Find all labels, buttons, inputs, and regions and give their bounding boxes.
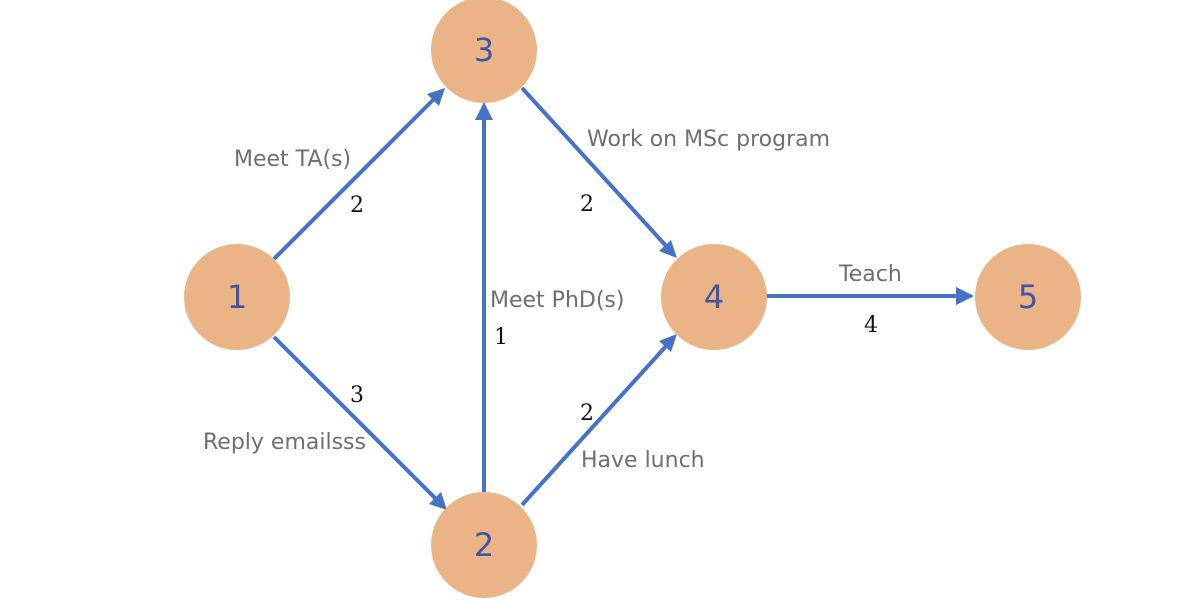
edge-2-4-line xyxy=(520,342,670,507)
node-2: 2 xyxy=(431,492,537,598)
node-1: 1 xyxy=(184,244,290,350)
edge-3-4-label: Work on MSc program xyxy=(587,127,830,152)
edge-4-5-arrowhead xyxy=(956,287,974,305)
node-3-circle xyxy=(431,0,537,103)
edge-1-3-weight: 2 xyxy=(350,193,364,218)
node-2-label: 2 xyxy=(474,526,494,564)
node-5-label: 5 xyxy=(1018,278,1038,316)
edge-1-3-label: Meet TA(s) xyxy=(234,147,351,172)
edge-1-3 xyxy=(272,88,445,261)
edge-2-3-weight: 1 xyxy=(494,325,508,350)
edge-2-3-arrowhead xyxy=(475,102,493,120)
edge-3-4-line xyxy=(520,86,670,250)
edge-1-2-arrowhead xyxy=(429,492,447,510)
edge-3-4 xyxy=(520,86,677,258)
node-1-circle xyxy=(184,244,290,350)
node-4: 4 xyxy=(661,244,767,350)
edge-2-3-label: Meet PhD(s) xyxy=(490,288,624,313)
edge-1-3-arrowhead xyxy=(427,88,445,106)
edge-2-4-label: Have lunch xyxy=(581,448,705,473)
edge-4-5-label: Teach xyxy=(838,262,902,287)
edge-2-4 xyxy=(520,334,677,507)
edge-1-2-label: Reply emailsss xyxy=(203,430,366,455)
edge-3-4-weight: 2 xyxy=(580,192,594,217)
node-4-label: 4 xyxy=(704,278,724,316)
node-1-label: 1 xyxy=(227,278,247,316)
node-5: 5 xyxy=(975,244,1081,350)
edge-1-2 xyxy=(272,335,447,510)
edge-2-4-weight: 2 xyxy=(580,401,594,426)
node-2-circle xyxy=(431,492,537,598)
edge-1-2-weight: 3 xyxy=(350,383,364,408)
node-3: 3 xyxy=(431,0,537,103)
edge-1-2-line xyxy=(272,335,439,502)
edge-2-4-arrowhead xyxy=(659,334,677,352)
node-5-circle xyxy=(975,244,1081,350)
edge-3-4-arrowhead xyxy=(659,240,677,258)
edge-1-3-line xyxy=(272,96,437,261)
edge-4-5-weight: 4 xyxy=(864,313,878,338)
node-3-label: 3 xyxy=(474,31,494,69)
node-4-circle xyxy=(661,244,767,350)
edge-4-5 xyxy=(766,287,974,305)
edge-2-3 xyxy=(475,102,493,492)
